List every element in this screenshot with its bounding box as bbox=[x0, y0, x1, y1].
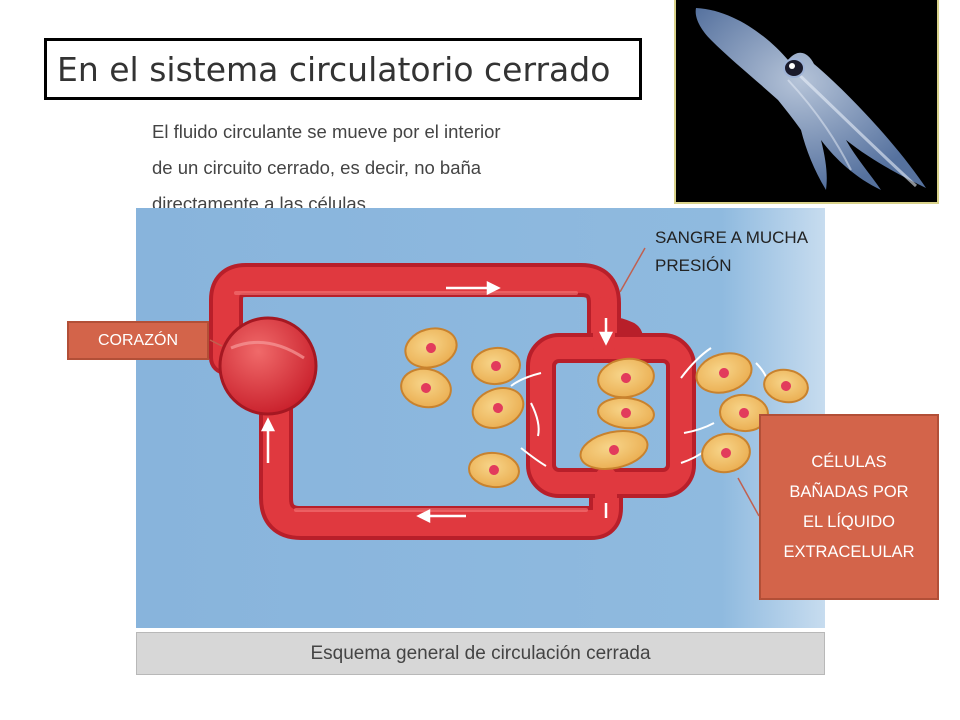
label-celulas-line-4: EXTRACELULAR bbox=[783, 543, 915, 561]
caption-text: Esquema general de circulación cerrada bbox=[310, 642, 651, 664]
label-corazon-text: CORAZÓN bbox=[98, 331, 178, 349]
squid-illustration bbox=[676, 0, 937, 202]
label-celulas-line-2: BAÑADAS POR bbox=[789, 483, 909, 501]
body-cells bbox=[400, 327, 809, 489]
label-high-pressure-blood: SANGRE A MUCHA PRESIÓN bbox=[655, 224, 855, 280]
label-cells: CÉLULAS BAÑADAS POR EL LÍQUIDO EXTRACELU… bbox=[759, 414, 939, 600]
label-heart: CORAZÓN bbox=[67, 321, 209, 360]
circulation-diagram bbox=[136, 208, 825, 628]
intro-line-2: de un circuito cerrado, es decir, no bañ… bbox=[152, 157, 482, 178]
page-title: En el sistema circulatorio cerrado bbox=[57, 49, 611, 89]
label-celulas-line-1: CÉLULAS bbox=[811, 453, 887, 471]
flow-arrows bbox=[260, 280, 614, 524]
intro-paragraph: El fluido circulante se mueve por el int… bbox=[152, 114, 652, 222]
squid-photo bbox=[674, 0, 939, 204]
label-sangre-line-1: SANGRE A MUCHA bbox=[655, 228, 809, 247]
intro-line-1: El fluido circulante se mueve por el int… bbox=[152, 121, 501, 142]
label-sangre-line-2: PRESIÓN bbox=[655, 256, 732, 275]
diagram-caption: Esquema general de circulación cerrada bbox=[136, 632, 825, 675]
blood-vessels bbox=[209, 263, 696, 540]
title-box: En el sistema circulatorio cerrado bbox=[44, 38, 642, 100]
label-celulas-line-3: EL LÍQUIDO bbox=[803, 513, 895, 531]
heart-chamber bbox=[218, 316, 318, 416]
